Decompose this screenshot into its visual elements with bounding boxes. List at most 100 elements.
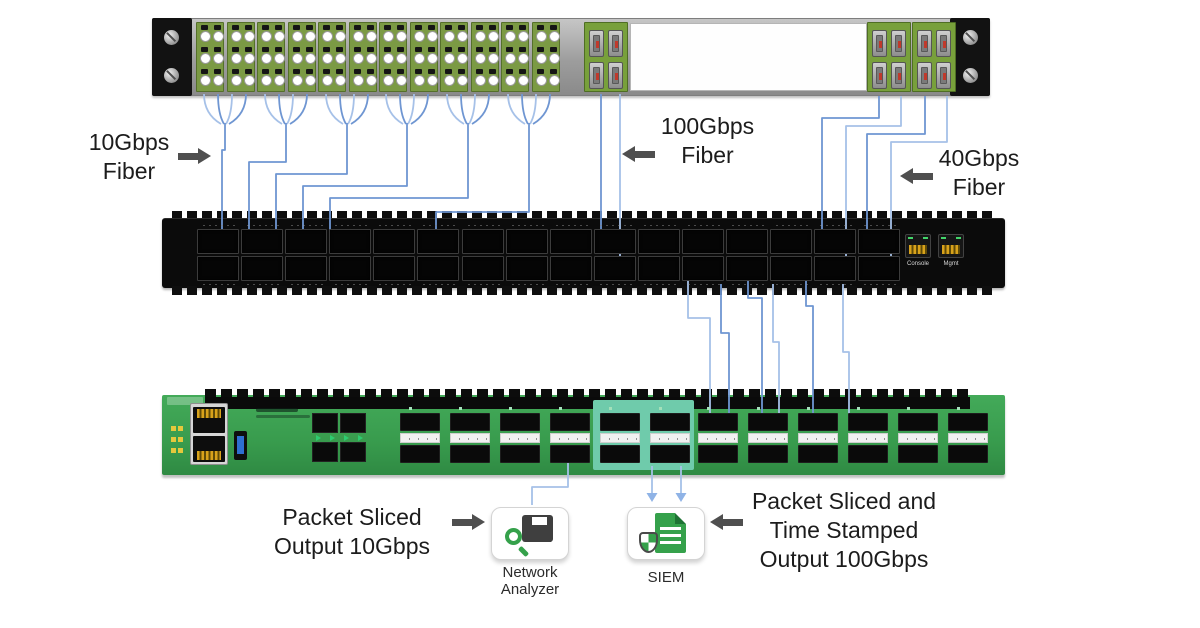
broker-port — [848, 445, 888, 463]
port-number-marks — [201, 224, 235, 227]
broker-port — [450, 445, 490, 463]
fiber-cable — [468, 93, 476, 125]
label-line: 10Gbps — [88, 129, 170, 155]
usb-port — [234, 431, 247, 460]
broker-port — [650, 413, 690, 431]
magnifier-icon — [505, 528, 522, 545]
broker-port — [898, 413, 938, 431]
label-line: Packet Sliced and — [751, 488, 937, 514]
port-label-strip — [798, 433, 838, 443]
sfp-cage — [197, 229, 239, 254]
fiber-cable — [532, 93, 551, 125]
port-number-marks — [862, 283, 896, 286]
label-output-10gbps: Packet Sliced Output 10Gbps — [248, 503, 456, 561]
network-analyzer-card — [491, 507, 569, 560]
lc-connector — [382, 25, 394, 43]
vendor-logo — [256, 408, 298, 412]
fiber-cable — [646, 493, 658, 502]
lc-connector — [382, 47, 394, 65]
status-led — [171, 437, 183, 442]
lc-connector — [456, 25, 468, 43]
mtp-connector — [917, 62, 932, 89]
lc-connector — [413, 47, 425, 65]
lc-connector — [443, 47, 455, 65]
lc-connector — [487, 47, 499, 65]
lc-connector — [382, 69, 394, 87]
fiber-cable — [675, 493, 687, 502]
screw-icon — [963, 68, 978, 83]
broker-port — [698, 413, 738, 431]
port-number-marks — [857, 407, 879, 410]
port-number-marks — [609, 407, 631, 410]
fiber-cable — [228, 93, 247, 125]
lc-connector — [395, 25, 407, 43]
lc-connector — [426, 69, 438, 87]
port-number-marks — [466, 224, 500, 227]
lc-connector — [291, 25, 303, 43]
sfp-cage — [726, 229, 768, 254]
mtp-connector — [608, 62, 623, 89]
analyzer-device-icon — [544, 536, 551, 542]
lc-connector — [395, 69, 407, 87]
mtp-connector — [589, 30, 604, 57]
arrow-left-icon — [900, 168, 933, 184]
fiber-cable — [407, 93, 415, 125]
port-number-marks — [554, 224, 588, 227]
label-10gbps-fiber: 10Gbps Fiber — [50, 128, 208, 186]
port-number-marks — [289, 224, 323, 227]
broker-port — [748, 445, 788, 463]
lc-connector — [548, 47, 560, 65]
fiber-cable — [203, 93, 222, 125]
fiber-cable — [264, 93, 283, 125]
port-label-strip — [650, 433, 690, 443]
sfp-cage — [329, 229, 371, 254]
fiber-cable — [521, 93, 529, 125]
lc-connector — [321, 69, 333, 87]
port-number-marks — [421, 283, 455, 286]
lc-connector — [291, 47, 303, 65]
broker-port — [400, 413, 440, 431]
siem-label: SIEM — [647, 569, 685, 586]
sfp-cage — [285, 256, 327, 281]
port-number-marks — [659, 407, 681, 410]
lc-connector — [517, 47, 529, 65]
mtp-connector — [872, 30, 887, 57]
lc-connector — [304, 25, 316, 43]
sfp-cage — [329, 256, 371, 281]
sfp-cage — [241, 229, 283, 254]
broker-mgmt-ports — [190, 403, 228, 465]
sfp-cage — [506, 229, 548, 254]
broker-port — [948, 413, 988, 431]
sfp-cage — [858, 229, 900, 254]
label-line: Analyzer — [500, 581, 560, 598]
mtp-connector — [589, 62, 604, 89]
panel-empty-slot — [630, 23, 867, 91]
broker-port — [650, 445, 690, 463]
fiber-cable — [385, 93, 404, 125]
label-line: Packet Sliced — [282, 504, 422, 530]
lc-connector — [230, 47, 242, 65]
broker-port — [600, 445, 640, 463]
port-label-strip — [848, 433, 888, 443]
sfp-cage — [770, 229, 812, 254]
panel-right-bracket — [950, 18, 990, 96]
lc-connector — [548, 25, 560, 43]
label-line: Fiber — [102, 158, 156, 184]
lc-connector — [413, 25, 425, 43]
broker-port — [848, 413, 888, 431]
lc-connector — [426, 25, 438, 43]
screw-icon — [963, 30, 978, 45]
sfp-cage — [594, 229, 636, 254]
port-number-marks — [818, 283, 852, 286]
lc-connector — [212, 69, 224, 87]
lc-connector — [334, 25, 346, 43]
port-number-marks — [377, 224, 411, 227]
fiber-cable — [507, 93, 526, 125]
port-number-marks — [289, 283, 323, 286]
vendor-logo — [256, 415, 310, 418]
lc-connector — [474, 25, 486, 43]
panel-left-bracket — [152, 18, 192, 96]
sfp-cage — [285, 229, 327, 254]
sfp-cage — [814, 256, 856, 281]
fiber-cable — [460, 93, 468, 125]
